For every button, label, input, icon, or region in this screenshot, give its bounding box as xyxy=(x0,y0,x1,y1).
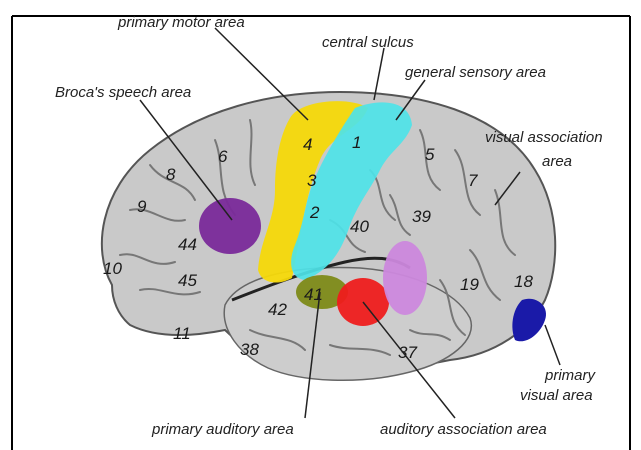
brodmann-number-45: 45 xyxy=(178,271,197,290)
brodmann-number-2: 2 xyxy=(309,203,320,222)
brodmann-number-40: 40 xyxy=(350,217,369,236)
brodmann-number-4: 4 xyxy=(303,135,312,154)
label-primary-motor-area: primary motor area xyxy=(117,14,245,31)
brodmann-number-18: 18 xyxy=(514,272,533,291)
label-visual-association-area-line1: visual association xyxy=(485,129,603,146)
label-primary-auditory-area: primary auditory area xyxy=(151,421,294,438)
label-central-sulcus: central sulcus xyxy=(322,34,414,51)
brodmann-number-7: 7 xyxy=(468,171,478,190)
brodmann-number-42: 42 xyxy=(268,300,287,319)
visual-association-area-region xyxy=(383,241,427,315)
brodmann-number-44: 44 xyxy=(178,235,197,254)
brodmann-number-6: 6 xyxy=(218,147,228,166)
label-auditory-association-area: auditory association area xyxy=(380,421,547,438)
label-general-sensory-area: general sensory area xyxy=(405,64,546,81)
brodmann-number-1: 1 xyxy=(352,133,361,152)
brodmann-number-3: 3 xyxy=(307,171,317,190)
brodmann-number-19: 19 xyxy=(460,275,479,294)
label-primary-visual-area-line1: primary xyxy=(544,367,597,384)
label-brocas-speech-area: Broca's speech area xyxy=(55,84,191,101)
brodmann-number-10: 10 xyxy=(103,259,122,278)
broca-speech-area-region xyxy=(199,198,261,254)
brodmann-number-11: 11 xyxy=(173,324,191,343)
brodmann-number-5: 5 xyxy=(425,145,435,164)
brodmann-number-8: 8 xyxy=(166,165,176,184)
brodmann-number-38: 38 xyxy=(240,340,259,359)
brodmann-number-39: 39 xyxy=(412,207,431,226)
brodmann-number-9: 9 xyxy=(137,197,147,216)
label-visual-association-area-line2: area xyxy=(542,153,572,170)
label-primary-visual-area-line2: visual area xyxy=(520,387,593,404)
